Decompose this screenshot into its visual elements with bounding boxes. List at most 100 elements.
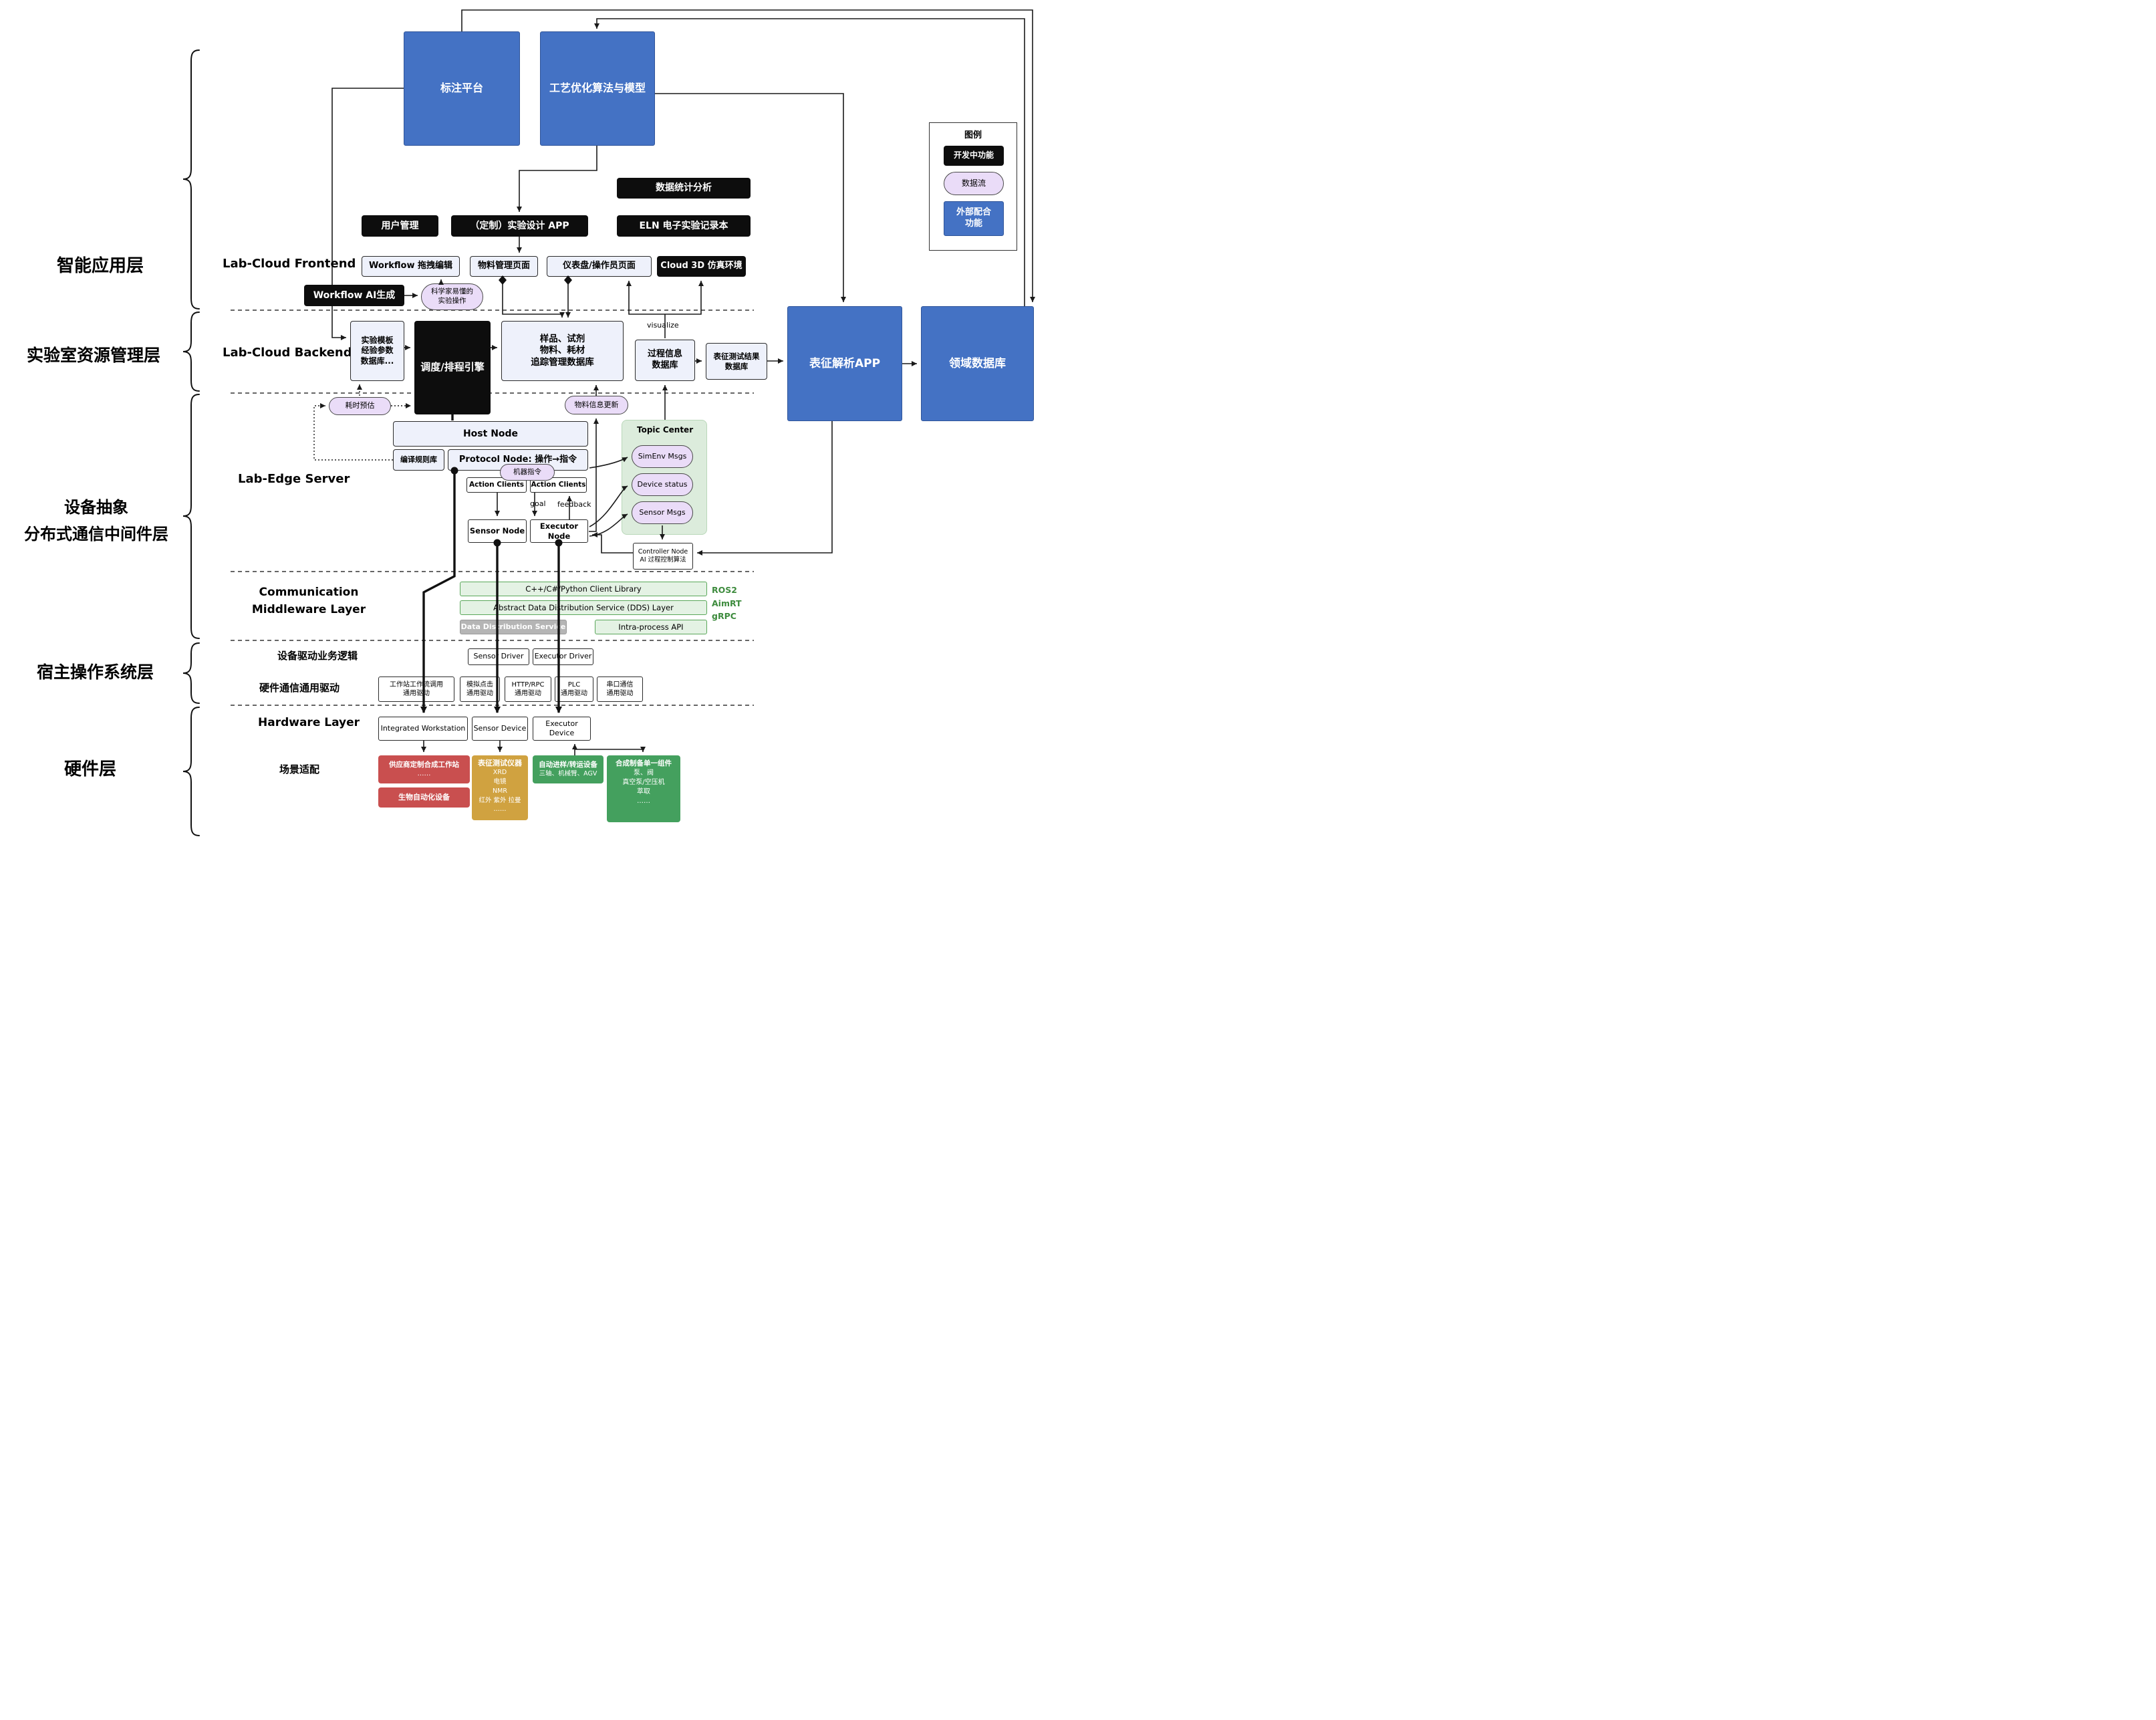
label-layer-resource: 实验室资源管理层 — [26, 346, 160, 365]
driver-serial-text: 串口通信 通用驱动 — [606, 681, 634, 697]
box-controller-node: Controller Node AI 过程控制算法 — [633, 543, 693, 570]
box-scheduler: 调度/排程引擎 — [414, 321, 491, 414]
executor-driver-text: Executor Driver — [534, 652, 592, 661]
template-db-text: 实验模板 经验参数 数据库... — [360, 335, 394, 366]
box-action-clients-2: Action Clients — [530, 477, 587, 493]
action-clients-2-text: Action Clients — [531, 480, 586, 489]
intra-process-api-text: Intra-process API — [618, 622, 684, 632]
domain-db-text: 领域数据库 — [949, 356, 1006, 370]
bar-client-library: C++/C#/Python Client Library — [460, 582, 707, 596]
dds-layer-text: Abstract Data Distribution Service (DDS)… — [493, 602, 674, 612]
driver-click-text: 模拟点击 通用驱动 — [466, 681, 493, 697]
process-optimization-text: 工艺优化算法与模型 — [549, 82, 646, 95]
legend-item-external: 外部配合 功能 — [944, 201, 1004, 236]
topic-center-title: Topic Center — [637, 425, 694, 435]
legend-title: 图例 — [964, 130, 982, 140]
label-lab-cloud-frontend: Lab-Cloud Frontend — [223, 257, 356, 271]
box-annotation-platform: 标注平台 — [404, 31, 520, 146]
pill-scientist-ops: 科学家易懂的 实验操作 — [421, 283, 483, 310]
scheduler-text: 调度/排程引擎 — [420, 361, 485, 374]
box-driver-serial: 串口通信 通用驱动 — [597, 677, 643, 702]
label-goal: goal — [530, 499, 546, 508]
box-char-app: 表征解析APP — [787, 306, 902, 421]
label-aimrt: AimRT — [712, 598, 742, 608]
characterization-body: XRD 电镜 NMR 红外 紫外 拉曼 …… — [479, 769, 521, 814]
box-executor-driver: Executor Driver — [533, 648, 593, 665]
pill-sensor-msgs: Sensor Msgs — [632, 501, 693, 524]
protocol-node-text: Protocol Node: 操作→指令 — [458, 454, 577, 465]
auto-sampling-body: 三轴、机械臂、AGV — [539, 769, 597, 777]
box-characterization-instruments: 表征测试仪器 XRD 电镜 NMR 红外 紫外 拉曼 …… — [472, 755, 528, 820]
legend-item-data-flow: 数据流 — [944, 172, 1004, 195]
controller-node-text: Controller Node AI 过程控制算法 — [638, 547, 688, 564]
dds-service-text: Data Distribution Service — [460, 622, 566, 631]
box-protocol-node: Protocol Node: 操作→指令 — [448, 449, 588, 471]
pill-machine-instruction: 机器指令 — [500, 464, 555, 481]
sensor-msgs-text: Sensor Msgs — [639, 507, 686, 517]
box-char-result-db: 表征测试结果 数据库 — [706, 343, 767, 380]
box-cloud-3d: Cloud 3D 仿真环境 — [657, 256, 746, 277]
box-workflow-editor: Workflow 拖拽编辑 — [362, 256, 460, 277]
label-lab-edge-server: Lab-Edge Server — [238, 472, 350, 486]
label-lab-cloud-backend: Lab-Cloud Backend — [223, 346, 352, 360]
device-status-text: Device status — [637, 479, 688, 489]
user-management-text: 用户管理 — [381, 220, 419, 231]
sensor-node-text: Sensor Node — [469, 526, 525, 536]
driver-http-rpc-text: HTTP/RPC 通用驱动 — [511, 681, 545, 697]
box-executor-device: Executor Device — [533, 717, 591, 741]
dashboard-page-text: 仪表盘/操作员页面 — [563, 261, 636, 271]
label-scenario: 场景适配 — [279, 763, 320, 775]
label-layer-middleware: 设备抽象 分布式通信中间件层 — [24, 498, 168, 543]
material-update-text: 物料信息更新 — [574, 400, 619, 409]
bar-dds-layer: Abstract Data Distribution Service (DDS)… — [460, 600, 707, 615]
synthesis-components-body: 泵、阀 真空泵/空压机 萃取 …… — [622, 769, 665, 805]
executor-device-text: Executor Device — [545, 719, 578, 737]
vendor-workstation-title: 供应商定制合成工作站 — [389, 760, 459, 769]
vendor-workstation-body: …… — [417, 770, 431, 778]
sensor-driver-text: Sensor Driver — [473, 652, 524, 661]
bar-dds-service: Data Distribution Service — [460, 620, 567, 634]
pill-time-estimate: 耗时预估 — [329, 397, 391, 415]
executor-node-text: Executor Node — [539, 521, 579, 541]
legend-external-text: 外部配合 功能 — [956, 207, 991, 229]
label-layer-hardware: 硬件层 — [63, 759, 116, 779]
data-statistics-text: 数据统计分析 — [656, 182, 712, 194]
annotation-platform-text: 标注平台 — [440, 82, 483, 95]
bar-intra-process-api: Intra-process API — [595, 620, 707, 634]
driver-plc-text: PLC 通用驱动 — [561, 681, 587, 697]
box-template-db: 实验模板 经验参数 数据库... — [350, 321, 404, 381]
label-visualize: visualize — [647, 321, 679, 330]
legend: 图例 开发中功能 数据流 外部配合 功能 — [929, 122, 1017, 251]
architecture-diagram: 标注平台 工艺优化算法与模型 图例 开发中功能 数据流 外部配合 功能 智能应用… — [0, 0, 1078, 860]
label-grpc: gRPC — [712, 611, 736, 621]
legend-data-flow-text: 数据流 — [961, 178, 986, 188]
box-executor-node: Executor Node — [530, 519, 588, 543]
box-integrated-workstation: Integrated Workstation — [378, 717, 468, 741]
box-synthesis-components: 合成制备单一组件 泵、阀 真空泵/空压机 萃取 …… — [607, 755, 680, 822]
box-process-optimization: 工艺优化算法与模型 — [540, 31, 655, 146]
box-driver-click: 模拟点击 通用驱动 — [460, 677, 500, 702]
box-sensor-node: Sensor Node — [468, 519, 527, 543]
pill-simenv-msgs: SimEnv Msgs — [632, 445, 693, 468]
box-eln: ELN 电子实验记录本 — [617, 215, 751, 237]
box-compile-rules: 编译规则库 — [393, 449, 444, 471]
label-comm-middleware: Communication Middleware Layer — [251, 586, 366, 616]
process-db-text: 过程信息 数据库 — [647, 349, 682, 370]
client-library-text: C++/C#/Python Client Library — [525, 584, 642, 594]
box-sample-db: 样品、试剂 物料、耗材 追踪管理数据库 — [501, 321, 624, 381]
simenv-msgs-text: SimEnv Msgs — [638, 451, 687, 461]
label-layer-app: 智能应用层 — [56, 256, 144, 276]
box-domain-db: 领域数据库 — [921, 306, 1034, 421]
time-estimate-text: 耗时预估 — [345, 401, 375, 410]
material-page-text: 物料管理页面 — [477, 261, 530, 271]
machine-instruction-text: 机器指令 — [513, 467, 541, 476]
pill-device-status: Device status — [632, 473, 693, 496]
box-driver-workstation: 工作站工作流调用 通用驱动 — [378, 677, 454, 702]
eln-text: ELN 电子实验记录本 — [639, 220, 728, 231]
box-vendor-workstation: 供应商定制合成工作站 …… — [378, 755, 470, 783]
sensor-device-text: Sensor Device — [473, 723, 527, 733]
connector-annotation-to-template-db — [331, 88, 404, 340]
auto-sampling-title: 自动进样/转运设备 — [539, 761, 597, 769]
host-node-text: Host Node — [462, 428, 519, 439]
integrated-workstation-text: Integrated Workstation — [380, 723, 466, 733]
